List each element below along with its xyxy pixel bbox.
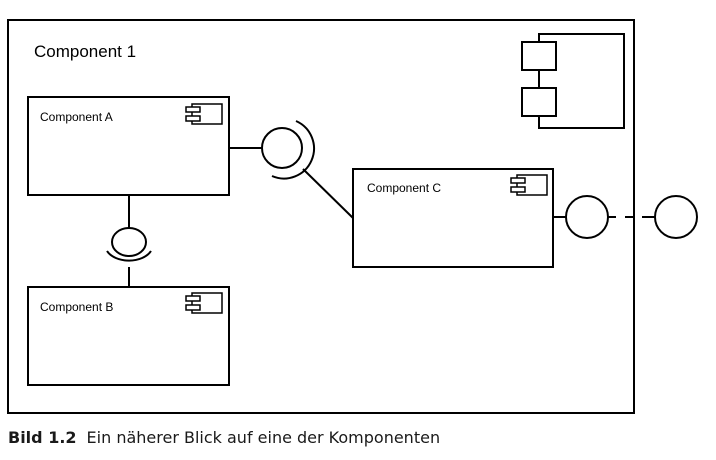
component-a-label: Component A [40,110,113,124]
outer-component-label: Component 1 [34,42,136,61]
component-c-icon [510,174,548,196]
connector-a-b [106,195,152,287]
component-b: Component B [27,286,230,386]
provided-interface-ball-a-right [261,127,303,169]
outer-component-icon [521,33,625,129]
component-diagram: Component 1 Component A Component B Comp… [7,19,698,414]
component-a: Component A [27,96,230,196]
component-a-icon [185,103,223,125]
caption-label: Bild 1.2 [8,428,77,447]
component-c: Component C [352,168,554,268]
caption-text: Ein näherer Blick auf eine der Komponent… [86,428,441,447]
figure-caption: Bild 1.2 Ein näherer Blick auf eine der K… [8,428,440,447]
component-c-label: Component C [367,181,441,195]
provided-interface-ball-a [111,227,147,257]
connector-a-c [229,120,354,219]
component-b-label: Component B [40,300,113,314]
required-interface-socket-c [271,120,315,180]
connector-c-external [553,195,698,239]
component-b-icon [185,292,223,314]
required-interface-socket-b [106,250,152,262]
external-port-ball [654,195,698,239]
